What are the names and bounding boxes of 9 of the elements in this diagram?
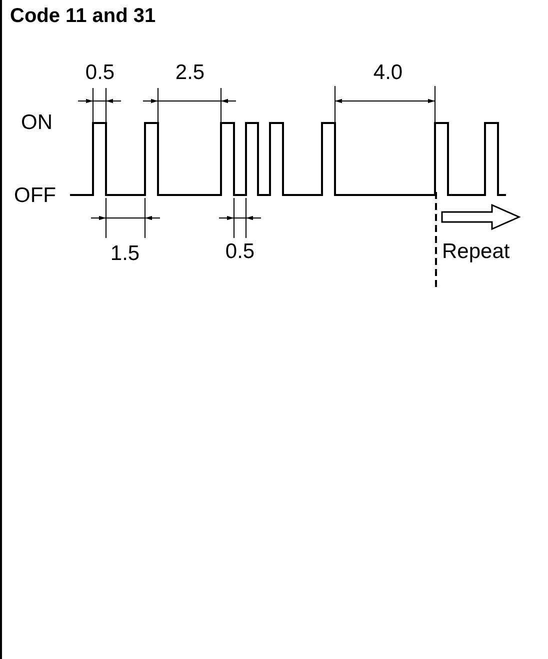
repeat-label: Repeat (442, 241, 510, 262)
duration-label: 2.5 (175, 62, 205, 83)
duration-label: 1.5 (110, 243, 140, 264)
duration-label: 0.5 (85, 62, 115, 83)
level-label: ON (21, 112, 52, 133)
level-label: OFF (14, 185, 56, 206)
duration-label: 0.5 (225, 241, 255, 262)
duration-label: 4.0 (373, 62, 403, 83)
diagram-title: Code 11 and 31 (10, 6, 156, 26)
